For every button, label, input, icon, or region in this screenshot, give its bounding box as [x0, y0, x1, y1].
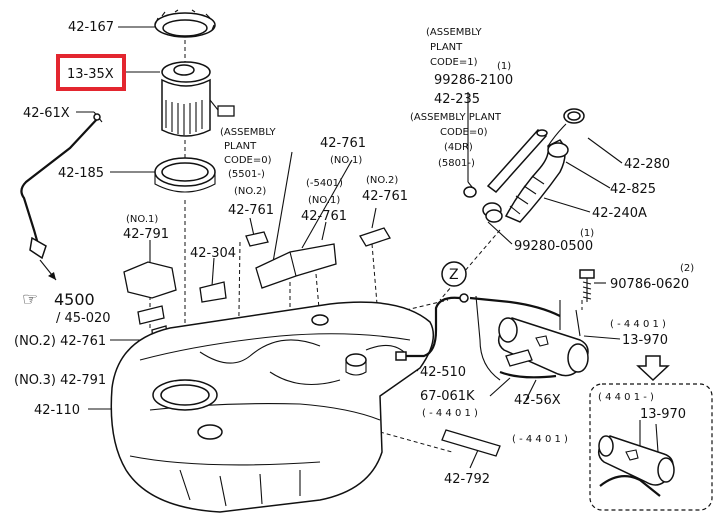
label-42-792: 42-792 — [444, 472, 490, 487]
vent-line-part[interactable] — [395, 293, 561, 361]
label-asm-code0-line2: PLANT — [224, 141, 257, 152]
label-42-510: 42-510 — [420, 365, 466, 380]
label-45-020: / 45-020 — [56, 311, 111, 326]
label-67-061k: 67-061K — [420, 389, 475, 404]
label-90786-qty: (2) — [680, 263, 694, 274]
label-42-167: 42-167 — [68, 20, 114, 35]
hose-42-56x-part[interactable] — [499, 370, 557, 379]
label-13-970-a: 13-970 — [622, 333, 668, 348]
label-asm-4dr-line3: (4DR) — [444, 142, 473, 153]
label-asm-4dr-line4: (5801-) — [438, 158, 475, 169]
fuel-tank-part[interactable] — [110, 301, 435, 513]
label-4401-a: ( - 4 4 0 1 ) — [610, 319, 666, 330]
label-90786: 90786-0620 — [610, 277, 689, 292]
label-13-970-b: 13-970 — [640, 407, 686, 422]
label-asm-code0-line1: (ASSEMBLY — [220, 127, 276, 138]
arrow-head-icon — [48, 272, 56, 280]
label-42-761-no1-top-sub: (NO.1) — [330, 155, 362, 166]
label-asm-code1-line1: (ASSEMBLY — [426, 27, 482, 38]
evap-canister-part[interactable] — [497, 300, 589, 377]
label-inset-4401: ( 4 4 0 1 - ) — [598, 392, 654, 403]
filler-hose-assembly-part[interactable] — [463, 108, 585, 223]
label-asm-code1-line3: CODE=1) — [430, 57, 478, 68]
bolt-part[interactable] — [579, 269, 595, 302]
pad-42-761-no1-large[interactable] — [255, 243, 337, 289]
label-42-280: 42-280 — [624, 157, 670, 172]
label-asm-code0-line3: CODE=0) — [224, 155, 272, 166]
label-42-761-no1-top: 42-761 — [320, 136, 366, 151]
label-asm-4dr-line2: CODE=0) — [440, 127, 488, 138]
label-42-791-no1: 42-791 — [123, 227, 169, 242]
label-4401-b: ( - 4 4 0 1 ) — [422, 408, 478, 419]
label-99286: 99286-2100 — [434, 73, 513, 88]
label-z: Z — [449, 267, 459, 283]
label-asm-code0-line6: 42-761 — [228, 203, 274, 218]
lock-ring-part[interactable] — [154, 9, 216, 38]
label-5401-part: 42-761 — [301, 209, 347, 224]
z-marker — [441, 261, 467, 287]
fuel-pump-module-part[interactable] — [161, 61, 235, 137]
label-99280-qty: (1) — [580, 228, 594, 239]
label-42-56x: 42-56X — [514, 393, 561, 408]
label-99280: 99280-0500 — [514, 239, 593, 254]
gasket-part[interactable] — [154, 157, 216, 193]
label-asm-code1-line2: PLANT — [430, 42, 463, 53]
label-5401-no1: (NO.1) — [308, 195, 340, 206]
pad-67-061k[interactable] — [505, 349, 533, 367]
label-42-791-no1-sub: (NO.1) — [126, 214, 158, 225]
label-42-761-no2-right: 42-761 — [362, 189, 408, 204]
hand-pointer-icon: ☞ — [22, 289, 38, 310]
arrow-down-icon — [636, 355, 670, 382]
label-42-304: 42-304 — [190, 246, 236, 261]
label-42-185: 42-185 — [58, 166, 104, 181]
fuel-line-part[interactable] — [20, 111, 103, 260]
inset-box — [589, 383, 713, 511]
label-5401-range: (-5401) — [306, 178, 343, 189]
hose-line — [475, 295, 501, 381]
pad-42-304[interactable] — [199, 281, 227, 303]
pad-42-761-no2-left[interactable] — [137, 305, 165, 325]
pad-42-761-code0[interactable] — [245, 231, 269, 247]
label-asm-code0-line5: (NO.2) — [234, 186, 266, 197]
highlight-box — [56, 54, 126, 91]
label-42-761-no2-left: (NO.2) 42-761 — [14, 334, 106, 349]
pad-42-792[interactable] — [441, 429, 501, 457]
pad-42-761-no2-right[interactable] — [359, 227, 391, 247]
label-13-35x: 13-35X — [67, 67, 114, 82]
pad-42-791-no1[interactable] — [123, 261, 177, 299]
label-42-791-no3: (NO.3) 42-791 — [14, 373, 106, 388]
label-99286-qty: (1) — [497, 61, 511, 72]
label-asm-4dr-line1: (ASSEMBLY PLANT — [410, 112, 502, 123]
label-asm-code0-line4: (5501-) — [228, 169, 265, 180]
label-42-761-no2-right-sub: (NO.2) — [366, 175, 398, 186]
label-4500: 4500 — [54, 290, 95, 309]
label-42-110: 42-110 — [34, 403, 80, 418]
label-42-825: 42-825 — [610, 182, 656, 197]
label-4401-c: ( - 4 4 0 1 ) — [512, 434, 568, 445]
label-42-240a: 42-240A — [592, 206, 647, 221]
label-42-61x: 42-61X — [23, 106, 70, 121]
label-42-235: 42-235 — [434, 92, 480, 107]
